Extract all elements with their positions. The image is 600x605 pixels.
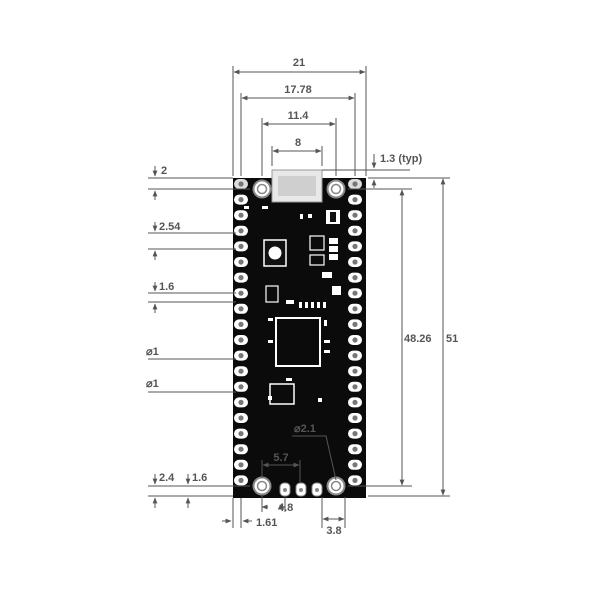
pin-hole-right-17: [352, 431, 358, 437]
dim-mount-hole-diameter: ⌀2.1: [294, 423, 316, 435]
pin-hole-left-4: [238, 228, 244, 234]
dim-pin-pitch: 2.54: [159, 221, 181, 233]
pin-hole-right-3: [352, 212, 358, 218]
dim-pin-row-length: 48.26: [404, 333, 432, 345]
dim-pad-width: 1.6: [159, 281, 174, 293]
pin-hole-left-15: [238, 399, 244, 405]
dim-edge-offset: 1.61: [256, 517, 277, 529]
pin-hole-right-11: [352, 337, 358, 343]
pin-hole-left-7: [238, 275, 244, 281]
pin-hole-right-14: [352, 384, 358, 390]
pin-hole-right-4: [352, 228, 358, 234]
pin-hole-right-12: [352, 353, 358, 359]
dim-mount-hole-spacing: 5.7: [273, 452, 288, 464]
pin-hole-left-20: [238, 477, 244, 483]
pin-hole-right-13: [352, 368, 358, 374]
pin-headers: [234, 179, 362, 486]
pin-hole-left-6: [238, 259, 244, 265]
pin-hole-right-2: [352, 197, 358, 203]
pin-hole-left-9: [238, 306, 244, 312]
dim-bottom-offset-2-4: 2.4: [159, 472, 175, 484]
dim-bottom-offset-1-6: 1.6: [192, 472, 207, 484]
pin-hole-right-1: [352, 181, 358, 187]
pin-hole-left-2: [238, 197, 244, 203]
pin-hole-left-3: [238, 212, 244, 218]
pin-hole-right-18: [352, 446, 358, 452]
pin-hole-left-19: [238, 462, 244, 468]
dimension-lines: [148, 66, 450, 528]
mounting-holes: [252, 179, 346, 496]
pin-hole-right-7: [352, 275, 358, 281]
pin-hole-left-5: [238, 243, 244, 249]
pin-hole-left-12: [238, 353, 244, 359]
pin-hole-left-16: [238, 415, 244, 421]
pin-hole-right-9: [352, 306, 358, 312]
pin-hole-left-13: [238, 368, 244, 374]
dim-right-offset: 3.8: [326, 525, 341, 537]
pin-hole-right-20: [352, 477, 358, 483]
debug-pads: [279, 482, 323, 497]
dim-top-edge-to-hole: 2: [161, 165, 167, 177]
dim-usb-overhang: 1.3 (typ): [380, 153, 423, 165]
pin-hole-right-6: [352, 259, 358, 265]
pin-hole-right-16: [352, 415, 358, 421]
pin-hole-right-5: [352, 243, 358, 249]
pin-hole-left-11: [238, 337, 244, 343]
board-components: [244, 206, 341, 405]
flash-chip: [269, 383, 295, 405]
dim-board-length: 51: [446, 333, 458, 345]
pin-hole-left-18: [238, 446, 244, 452]
usb-connector-inner: [278, 176, 316, 196]
rp2040-chip: [275, 317, 321, 367]
dim-board-width: 21: [293, 57, 305, 69]
dim-hole-diameter-b: ⌀1: [146, 378, 159, 390]
dimension-labels: 21 17.78 11.4 8 1.3 (typ) 2 2.54 1.6 ⌀1 …: [146, 57, 458, 537]
pin-hole-left-10: [238, 321, 244, 327]
pin-hole-right-10: [352, 321, 358, 327]
dim-pin-row-span: 17.78: [284, 84, 312, 96]
pin-hole-right-15: [352, 399, 358, 405]
pin-hole-right-8: [352, 290, 358, 296]
dim-hole-diameter-a: ⌀1: [146, 346, 159, 358]
pin-hole-left-1: [238, 181, 244, 187]
pin-hole-left-8: [238, 290, 244, 296]
dim-hole-spacing-upper: 11.4: [288, 110, 310, 122]
dim-usb-width: 8: [295, 137, 301, 149]
pin-hole-left-14: [238, 384, 244, 390]
pin-hole-left-17: [238, 431, 244, 437]
pin-hole-right-19: [352, 462, 358, 468]
dim-debug-offset: 4.8: [278, 502, 293, 514]
